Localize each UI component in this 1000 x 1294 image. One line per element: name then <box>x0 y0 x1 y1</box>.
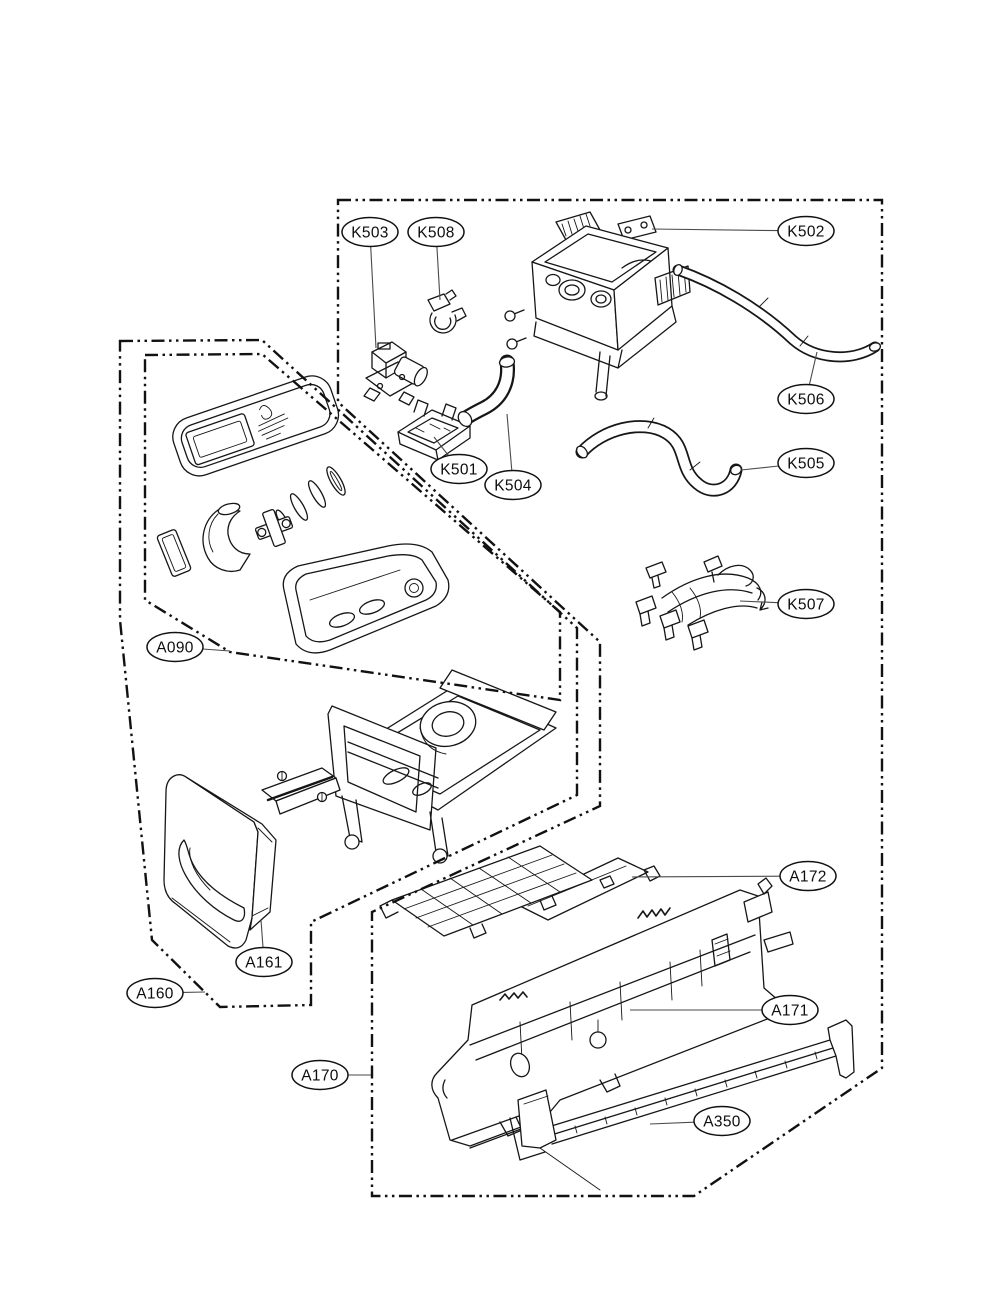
part-sketch-dispenser-lid <box>172 375 340 477</box>
callout-label-K506: K506 <box>787 392 824 409</box>
callout-ellipse-A172 <box>779 860 837 892</box>
callout-ellipse-A161 <box>235 946 293 978</box>
part-sketch-long-hose <box>672 264 882 363</box>
callout-ellipse-K503 <box>341 216 399 248</box>
callout-K506: K506 <box>777 351 835 415</box>
part-sketch-drawer-guide <box>327 669 557 864</box>
callout-ellipse-A350 <box>693 1105 751 1137</box>
callout-label-A160: A160 <box>136 986 173 1003</box>
leader-line-K503 <box>370 246 377 349</box>
callout-label-K507: K507 <box>787 597 824 614</box>
callout-label-K501: K501 <box>440 462 477 479</box>
part-sketch-support-rail <box>509 1019 855 1191</box>
part-sketch-housing-assembly <box>431 877 794 1149</box>
callout-K503: K503 <box>341 216 399 349</box>
part-sketch-dispenser-tray <box>282 543 450 654</box>
callout-ellipse-A170 <box>291 1059 349 1091</box>
part-sketch-inlet-valve <box>363 341 428 406</box>
region-boundary-dispenser-assembly-outer <box>118 338 579 1009</box>
leader-line-K508 <box>436 246 441 301</box>
callout-A350: A350 <box>649 1105 751 1137</box>
callout-ellipse-K507 <box>777 588 835 620</box>
part-sketch-drawer-front <box>163 774 277 949</box>
callout-label-A350: A350 <box>703 1114 740 1131</box>
leader-line-A161 <box>260 919 264 948</box>
callout-label-A171: A171 <box>771 1003 808 1020</box>
callout-K508: K508 <box>407 216 465 301</box>
leader-line-K504 <box>506 413 513 471</box>
leader-line-A172 <box>631 875 781 878</box>
part-sketch-hose-clamp <box>427 289 467 334</box>
region-boundary-steam-and-guide-assembly <box>336 198 884 1198</box>
leader-line-K506 <box>808 351 818 385</box>
callout-ellipse-K502 <box>777 215 835 247</box>
leader-line-K505 <box>740 465 779 471</box>
leader-line-K507 <box>739 600 779 604</box>
callout-label-K505: K505 <box>787 456 824 473</box>
callout-K501: K501 <box>430 436 488 485</box>
part-sketch-steam-generator <box>504 211 691 401</box>
callout-K505: K505 <box>740 447 835 479</box>
assembly-regions <box>118 198 884 1198</box>
leader-line-A350 <box>649 1121 695 1125</box>
callout-A090: A090 <box>146 631 231 663</box>
callout-K502: K502 <box>651 215 835 247</box>
callout-label-K508: K508 <box>417 225 454 242</box>
callout-ellipse-A160 <box>126 977 184 1009</box>
part-drawings <box>156 211 882 1191</box>
callout-label-A170: A170 <box>301 1068 338 1085</box>
callout-ellipse-K506 <box>777 383 835 415</box>
callout-K504: K504 <box>484 413 542 501</box>
callout-A161: A161 <box>235 919 293 978</box>
callout-ellipse-K508 <box>407 216 465 248</box>
region-boundary-dispenser-tray-inner <box>143 352 562 702</box>
callout-label-K503: K503 <box>351 225 388 242</box>
part-sketch-s-hose <box>575 417 743 497</box>
callout-label-A172: A172 <box>789 869 826 886</box>
part-sketch-elbow-hose <box>457 354 516 428</box>
callout-label-K502: K502 <box>787 224 824 241</box>
part-sketch-cover-grille <box>379 845 661 939</box>
callout-A160: A160 <box>126 977 206 1009</box>
callout-ellipse-K501 <box>430 453 488 485</box>
part-sketch-drawer-trim <box>261 767 341 815</box>
leader-line-A090 <box>202 648 231 652</box>
callout-ellipse-K504 <box>484 469 542 501</box>
callout-A172: A172 <box>631 860 837 892</box>
callout-K507: K507 <box>739 588 835 620</box>
callout-ellipse-K505 <box>777 447 835 479</box>
leader-line-K502 <box>651 228 779 232</box>
leader-line-K501 <box>433 436 449 456</box>
callout-label-K504: K504 <box>494 478 531 495</box>
callout-A171: A171 <box>630 994 819 1026</box>
callout-label-A161: A161 <box>245 955 282 972</box>
part-sketch-wire-harness <box>635 555 769 651</box>
callout-A170: A170 <box>291 1059 371 1091</box>
part-sketch-seals-and-fittings <box>156 466 346 577</box>
callout-ellipse-A171 <box>761 994 819 1026</box>
callout-label-A090: A090 <box>156 640 193 657</box>
callout-ellipse-A090 <box>146 631 204 663</box>
